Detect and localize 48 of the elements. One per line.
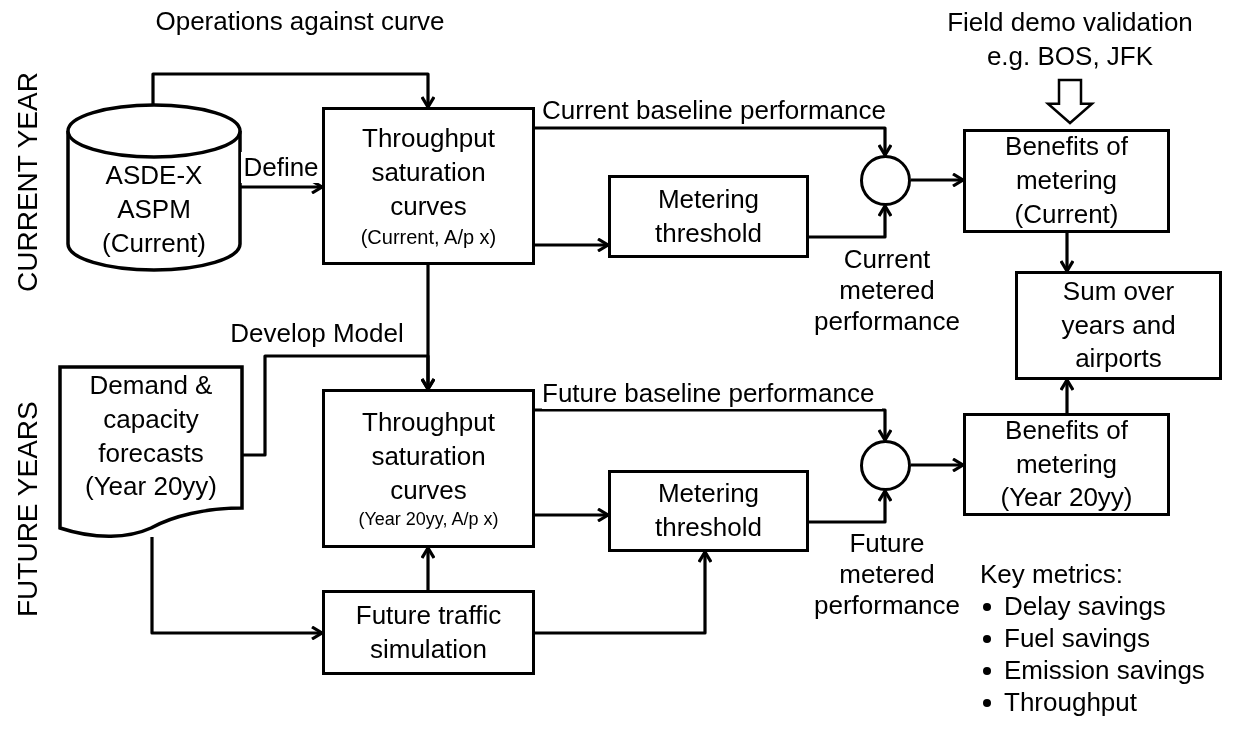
process-box [608,470,809,552]
node-text: Future traffic simulation [354,598,503,666]
arrow [151,72,436,109]
node-text: ASDE-X ASPM (Current) [101,159,207,260]
node-text: Benefits of metering (Current) [1004,130,1129,231]
arrow [1059,378,1075,413]
process-box [608,175,809,258]
node-text: Metering threshold [654,477,763,544]
list-item: Throughput [980,686,1137,718]
node-text: Sum over years and airports [1060,274,1177,376]
edge-label: Define [241,152,321,184]
arrow [809,489,893,524]
process-box [963,413,1170,516]
summing-circle [860,440,911,491]
node-subtext: (Current, A/p x) [359,224,498,250]
database-cylinder [68,105,240,270]
process-box [963,129,1170,233]
process-box [322,107,535,265]
list-item: Fuel savings [980,622,1150,654]
block-arrow [1044,78,1096,125]
arrow [535,507,610,523]
node-text: Throughput saturation curves [361,122,496,223]
node-text: Demand & capacity forecasts (Year 20yy) [84,369,218,504]
arrow [150,537,324,641]
document-shape [60,367,242,540]
node-subtext: (Year 20yy, A/p x) [357,507,500,531]
arrow [535,550,713,635]
process-box [322,590,535,675]
node-text: Field demo validation e.g. BOS, JFK [946,6,1194,73]
node-text: Metering threshold [654,182,763,250]
arrow [535,408,893,442]
list-heading: Key metrics: [980,558,1124,590]
node-text: Throughput saturation curves [361,406,496,507]
arrow [911,172,965,188]
summing-circle [860,155,911,206]
arrow [420,546,436,590]
arrow [911,457,965,473]
arrow [535,237,610,253]
node-text: Benefits of metering (Year 20yy) [999,413,1134,515]
process-box [1015,271,1222,380]
arrow [809,204,893,239]
list-item: Emission savings [980,654,1205,686]
list-item: Delay savings [980,590,1166,622]
process-box [322,389,535,548]
section-label: FUTURE YEARS [12,401,44,617]
section-label: CURRENT YEAR [12,72,44,292]
arrow [535,126,893,157]
arrow [1059,233,1075,273]
